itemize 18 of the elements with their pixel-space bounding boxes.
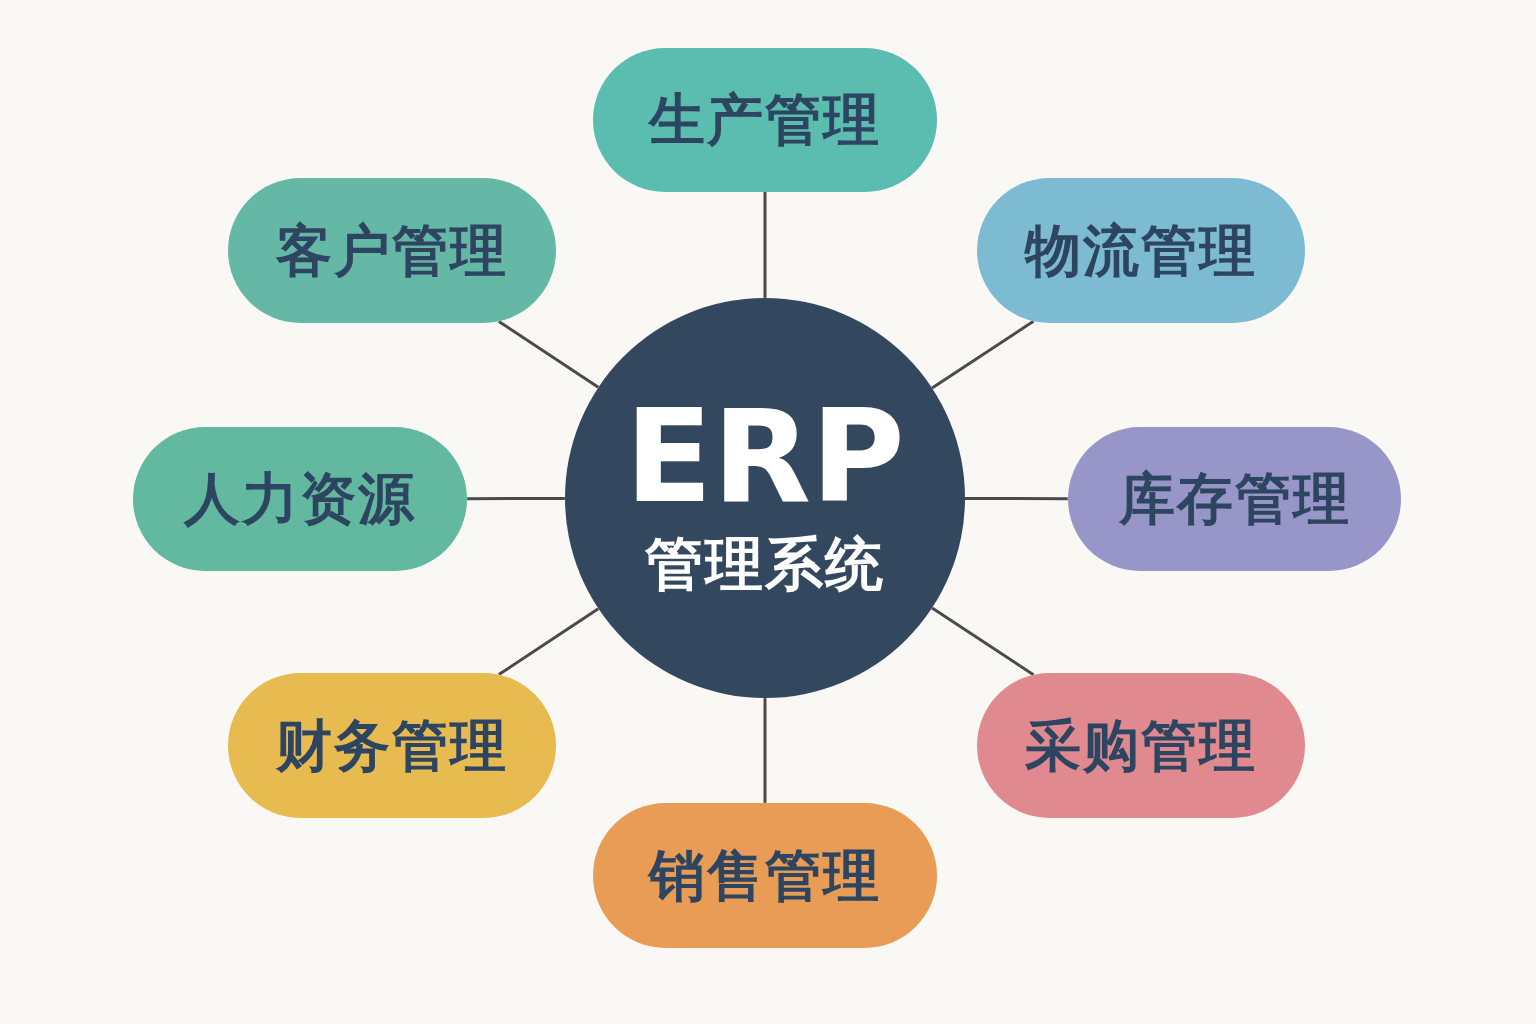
- module-label: 客户管理: [276, 222, 508, 279]
- module-label: 物流管理: [1025, 222, 1257, 279]
- hub-subtitle: 管理系统: [645, 535, 885, 593]
- connector-line: [763, 192, 767, 298]
- module-label: 人力资源: [184, 471, 416, 527]
- module-label: 采购管理: [1025, 717, 1257, 774]
- module-label: 销售管理: [649, 847, 881, 904]
- module-label: 库存管理: [1118, 471, 1351, 527]
- connector-line: [965, 496, 1068, 501]
- module-label: 财务管理: [276, 717, 508, 774]
- connector-line: [498, 320, 600, 389]
- connector-line: [763, 698, 767, 803]
- connector-line: [931, 606, 1035, 676]
- connector-line: [931, 320, 1035, 390]
- connector-line: [498, 607, 600, 676]
- hub-title: ERP: [625, 393, 905, 521]
- connector-line: [467, 496, 565, 501]
- module-label: 生产管理: [649, 92, 881, 148]
